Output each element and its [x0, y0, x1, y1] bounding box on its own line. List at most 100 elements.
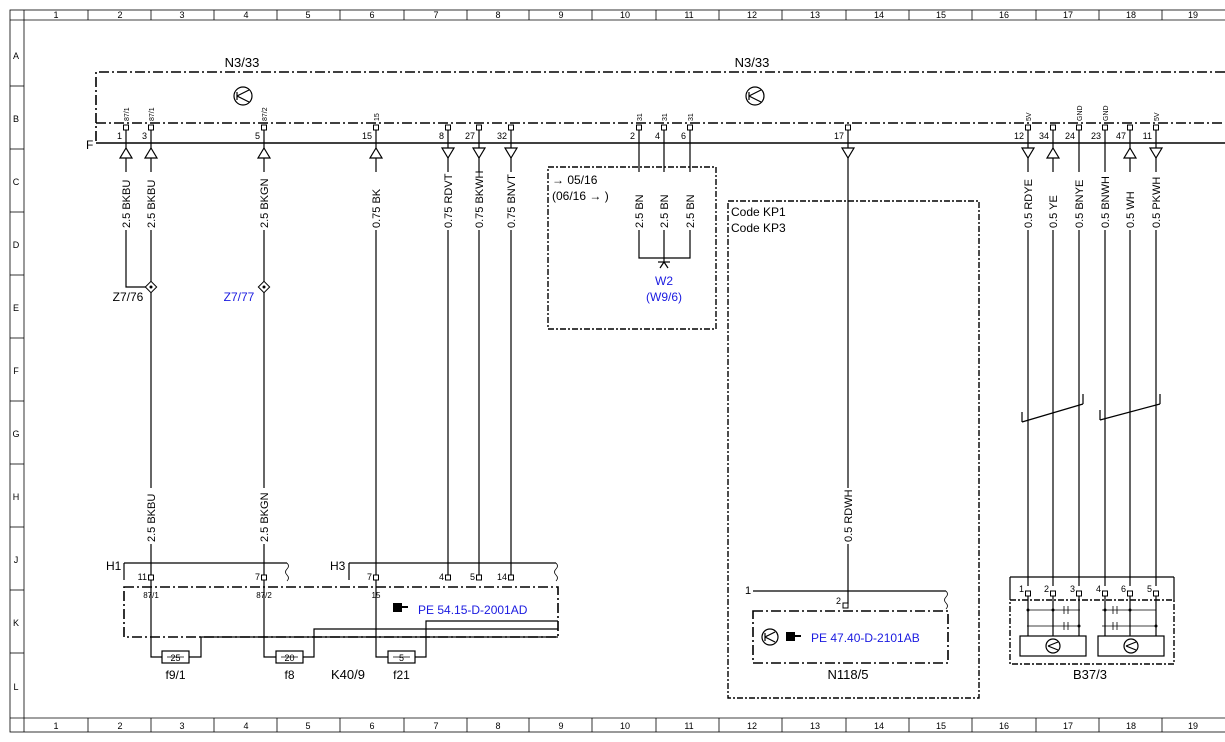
grid-column-label: 4 — [243, 721, 248, 731]
code-box-n118-5: Code KP1 Code KP3 1 2 PE 47.40-D-2101AB … — [727, 200, 980, 699]
pin-terminal-label: 87/1 — [143, 591, 159, 600]
wire-label-bg — [505, 172, 517, 230]
grid-column-label: 1 — [53, 10, 58, 20]
electronic-symbol-icon — [233, 86, 253, 106]
pin-number: 23 — [1091, 131, 1101, 141]
junction-dot — [1154, 624, 1158, 628]
grid-column-label: 6 — [369, 10, 374, 20]
version-line-1: → 05/16 — [552, 173, 598, 187]
grid-column-label: 14 — [874, 10, 884, 20]
pin-number: 12 — [1014, 131, 1024, 141]
grid-column-label: 9 — [558, 10, 563, 20]
pin-terminal-label: 15 — [374, 113, 381, 121]
grid-row-label: F — [13, 366, 19, 376]
pin-number: 2 — [630, 131, 635, 141]
grid-column-label: 2 — [117, 10, 122, 20]
wire-label: 0.5 BNWH — [1100, 176, 1112, 228]
wire-label-bg — [258, 488, 270, 544]
grid-row-label: L — [13, 682, 18, 692]
pin-terminal — [1025, 590, 1031, 597]
reference-hand-icon — [786, 632, 801, 641]
signal-out-arrow-icon — [440, 147, 456, 160]
grid-column-label: 10 — [620, 10, 630, 20]
signal-out-arrow-icon — [1148, 147, 1164, 160]
junction-dot — [1103, 608, 1107, 612]
grid-row-label: J — [14, 555, 19, 565]
pin-number: 27 — [465, 131, 475, 141]
pin-terminal — [373, 124, 379, 131]
grid-column-label: 4 — [243, 10, 248, 20]
pin-number: 3 — [1070, 584, 1075, 594]
fuse-label: f8 — [284, 668, 294, 682]
wire-label: 2.5 BN — [659, 194, 671, 228]
pin-number: 11 — [1143, 131, 1152, 141]
pin-terminal — [445, 574, 451, 581]
pin-terminal — [1153, 124, 1159, 131]
wire-label: 0.5 WH — [1125, 191, 1137, 228]
junction-dot — [1128, 608, 1132, 612]
twisted-pair-marks — [1021, 394, 1161, 423]
pin-terminal — [476, 124, 482, 131]
grid-column-label: 14 — [874, 721, 884, 731]
fuse-rating: 20 — [284, 653, 294, 663]
grid-column-label: 6 — [369, 721, 374, 731]
reference-pe-47-40[interactable]: PE 47.40-D-2101AB — [811, 631, 920, 645]
reference-pe-54-15[interactable]: PE 54.15-D-2001AD — [418, 603, 528, 617]
grid-row-label: C — [13, 177, 20, 187]
pin-terminal — [1076, 124, 1082, 131]
wire-label: 2.5 BN — [634, 194, 646, 228]
pin-number: 32 — [497, 131, 507, 141]
pin-terminal — [148, 574, 154, 581]
grid-column-label: 15 — [936, 721, 946, 731]
splice-label-z7-77: Z7/77 — [224, 290, 255, 304]
module-label-n3-right: N3/33 — [735, 55, 770, 70]
module-label-k40-9: K40/9 — [331, 667, 365, 682]
signal-in-arrow-icon — [256, 146, 272, 159]
wire-label-bg — [658, 172, 670, 230]
grid-column-label: 13 — [810, 721, 820, 731]
pin-terminal-label: 31 — [637, 113, 644, 121]
wire-label-bg — [842, 488, 854, 544]
wire-label: 0.75 BKWH — [474, 170, 486, 228]
pin-number: 4 — [1096, 584, 1101, 594]
grid-column-label: 16 — [999, 10, 1009, 20]
wire-label-bg — [1022, 172, 1034, 230]
signal-out-arrow-icon — [471, 147, 487, 160]
pin-terminal-label: 5V — [1026, 112, 1033, 121]
reference-hand-icon — [393, 603, 408, 612]
pin-terminal — [1050, 590, 1056, 597]
wire-label: 2.5 BKGN — [259, 492, 271, 542]
grid-column-label: 5 — [305, 721, 310, 731]
pin-terminal-label: 87/2 — [256, 591, 272, 600]
grid-row-label: B — [13, 114, 19, 124]
pin-number: 4 — [439, 572, 444, 582]
fuse-rating: 5 — [399, 653, 404, 663]
pin-number: 2 — [836, 596, 841, 606]
signal-out-arrow-icon — [1020, 147, 1036, 160]
wire-label-bg — [633, 172, 645, 230]
grid-column-label: 13 — [810, 10, 820, 20]
wire-label-bg — [684, 172, 696, 230]
ground-label-w2: W2 — [655, 274, 673, 288]
filter-capacitors — [1027, 606, 1156, 630]
fuse-label: f21 — [393, 668, 410, 682]
pin-number: 1 — [745, 585, 751, 597]
pin-number: 2 — [1044, 584, 1049, 594]
wire-label-bg — [258, 172, 270, 230]
pin-terminal — [445, 124, 451, 131]
pin-terminal — [1025, 124, 1031, 131]
pin-terminal — [508, 574, 514, 581]
wire-label-bg — [1073, 172, 1085, 230]
grid-column-label: 12 — [747, 10, 757, 20]
pin-number: 1 — [117, 131, 122, 141]
grid-column-label: 17 — [1063, 10, 1073, 20]
connector-label-h1: H1 — [106, 559, 122, 573]
wire-label-bg — [1047, 172, 1059, 230]
